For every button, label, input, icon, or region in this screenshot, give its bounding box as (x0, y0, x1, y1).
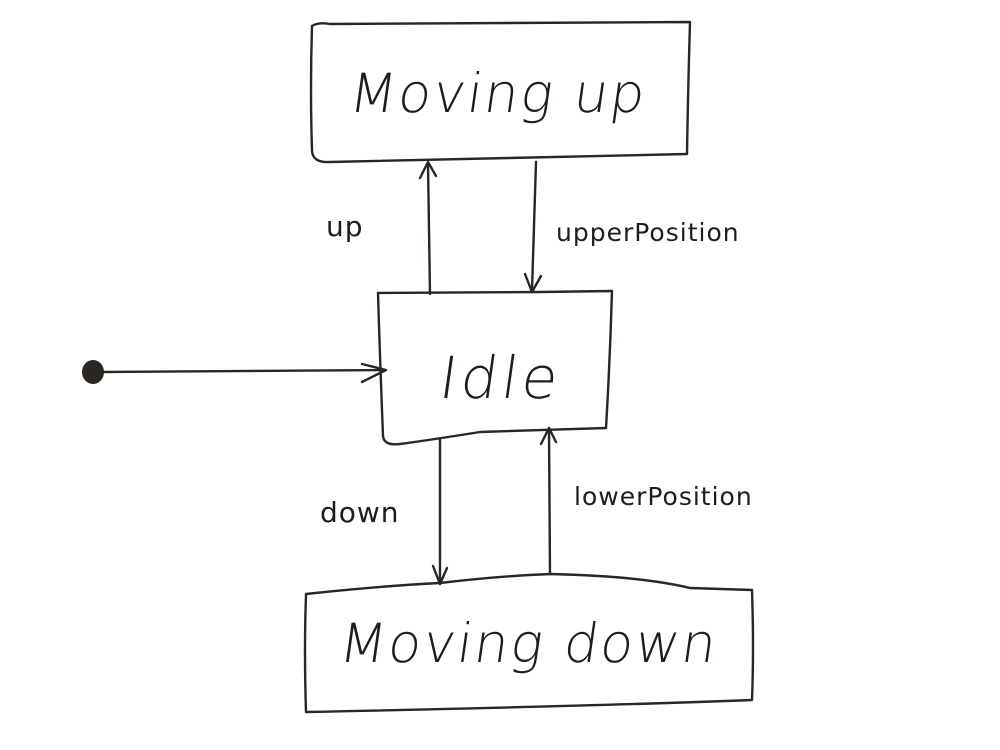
initial-state-icon (82, 360, 104, 384)
transition-label-lower-position: lowerPosition (574, 482, 753, 511)
state-box-idle (376, 289, 614, 446)
transition-label-upper-position: upperPosition (556, 218, 740, 247)
transition-arrow-initial (102, 368, 386, 374)
arrowhead-upper-position-icon (523, 272, 543, 294)
state-label-moving-up: Moving up (345, 62, 652, 125)
transition-arrow-upper-position (530, 160, 538, 292)
arrowhead-down-icon (431, 564, 449, 586)
arrowhead-initial-icon (360, 362, 388, 384)
transition-arrow-up (426, 162, 432, 296)
state-box-moving-down (303, 572, 755, 714)
state-label-moving-down: Moving down (335, 612, 723, 675)
transition-label-down: down (320, 496, 400, 529)
state-box-moving-up (309, 20, 692, 164)
transition-arrow-lower-position (547, 428, 552, 576)
transition-label-up: up (326, 210, 364, 243)
arrowhead-up-icon (418, 160, 438, 180)
state-label-idle: Idle (435, 344, 567, 412)
arrowhead-lower-position-icon (539, 426, 558, 446)
